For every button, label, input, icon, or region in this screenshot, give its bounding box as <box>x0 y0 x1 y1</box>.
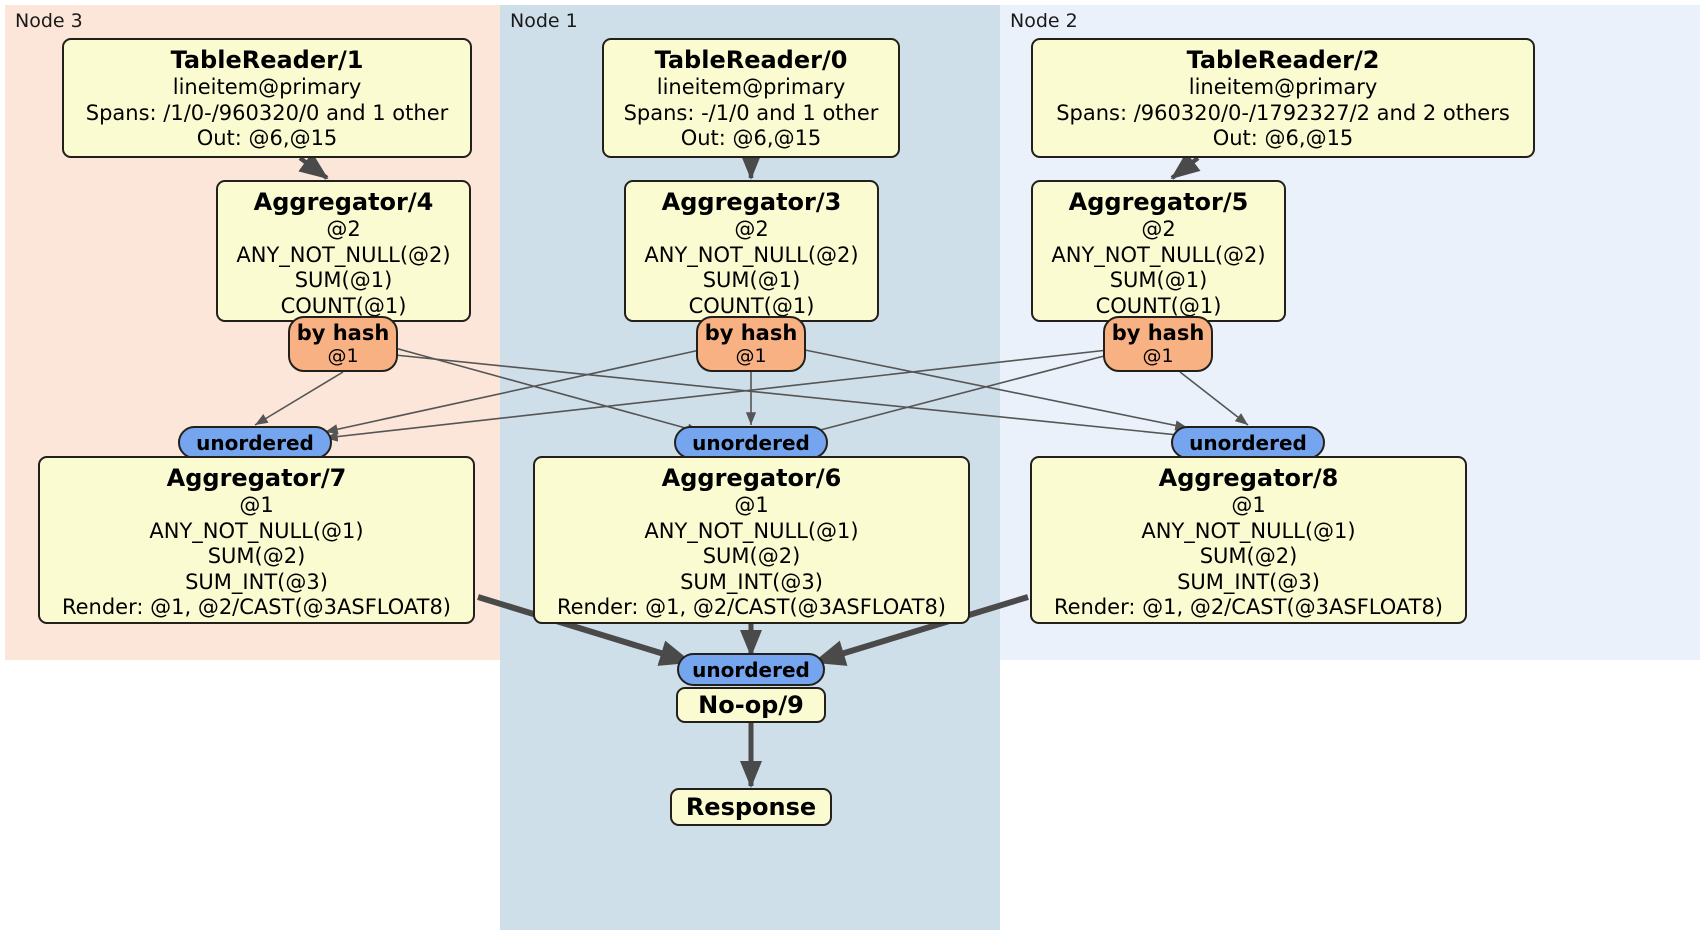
aggregator-5-line-3: SUM(@1) <box>1109 268 1208 292</box>
aggregator-7-line-4: SUM_INT(@3) <box>185 569 328 594</box>
table-reader-2-box[interactable]: TableReader/2 lineitem@primary Spans: /9… <box>1031 38 1535 158</box>
table-reader-2-title: TableReader/2 <box>1186 46 1380 74</box>
no-op-9-label: No-op/9 <box>698 691 804 719</box>
table-reader-2-line-3: Out: @6,@15 <box>1212 126 1354 150</box>
aggregator-3-line-2: ANY_NOT_NULL(@2) <box>644 242 859 267</box>
node-label-node3: Node 3 <box>15 10 83 32</box>
by-hash-label-node3: by hash <box>296 321 390 345</box>
aggregator-8-title: Aggregator/8 <box>1158 464 1339 492</box>
aggregator-6-line-1: @1 <box>734 493 769 517</box>
aggregator-5-line-4: COUNT(@1) <box>1095 293 1222 318</box>
aggregator-8-line-1: @1 <box>1231 493 1266 517</box>
table-reader-2-line-2: Spans: /960320/0-/1792327/2 and 2 others <box>1056 100 1510 125</box>
aggregator-7-line-1: @1 <box>239 493 274 517</box>
aggregator-3-box[interactable]: Aggregator/3 @2 ANY_NOT_NULL(@2) SUM(@1)… <box>624 180 879 322</box>
aggregator-6-line-3: SUM(@2) <box>702 544 801 568</box>
unordered-pill-node1[interactable]: unordered <box>674 426 828 459</box>
aggregator-4-box[interactable]: Aggregator/4 @2 ANY_NOT_NULL(@2) SUM(@1)… <box>216 180 471 322</box>
node-label-node1: Node 1 <box>510 10 578 32</box>
by-hash-sub-node3: @1 <box>327 345 359 367</box>
by-hash-sub-node1: @1 <box>735 345 767 367</box>
aggregator-4-line-3: SUM(@1) <box>294 268 393 292</box>
by-hash-pill-node2[interactable]: by hash @1 <box>1103 316 1213 372</box>
no-op-9-box[interactable]: No-op/9 <box>676 687 826 723</box>
table-reader-0-line-1: lineitem@primary <box>656 75 846 99</box>
unordered-label-node3: unordered <box>196 430 314 455</box>
aggregator-3-line-4: COUNT(@1) <box>688 293 815 318</box>
table-reader-1-line-3: Out: @6,@15 <box>196 126 338 150</box>
aggregator-8-line-5: Render: @1, @2/CAST(@3ASFLOAT8) <box>1053 595 1444 619</box>
aggregator-5-line-2: ANY_NOT_NULL(@2) <box>1051 242 1266 267</box>
aggregator-6-box[interactable]: Aggregator/6 @1 ANY_NOT_NULL(@1) SUM(@2)… <box>533 456 970 624</box>
unordered-pill-node2[interactable]: unordered <box>1171 426 1325 459</box>
aggregator-7-line-3: SUM(@2) <box>207 544 306 568</box>
aggregator-3-line-1: @2 <box>734 217 769 241</box>
unordered-pill-final[interactable]: unordered <box>677 653 825 686</box>
table-reader-0-box[interactable]: TableReader/0 lineitem@primary Spans: -/… <box>602 38 900 158</box>
aggregator-7-box[interactable]: Aggregator/7 @1 ANY_NOT_NULL(@1) SUM(@2)… <box>38 456 475 624</box>
by-hash-pill-node3[interactable]: by hash @1 <box>288 316 398 372</box>
by-hash-label-node1: by hash <box>704 321 798 345</box>
aggregator-4-line-1: @2 <box>326 217 361 241</box>
table-reader-1-line-2: Spans: /1/0-/960320/0 and 1 other <box>85 100 449 125</box>
aggregator-8-line-4: SUM_INT(@3) <box>1177 569 1320 594</box>
response-label: Response <box>685 793 817 821</box>
unordered-label-final: unordered <box>692 657 810 682</box>
table-reader-1-box[interactable]: TableReader/1 lineitem@primary Spans: /1… <box>62 38 472 158</box>
aggregator-5-box[interactable]: Aggregator/5 @2 ANY_NOT_NULL(@2) SUM(@1)… <box>1031 180 1286 322</box>
aggregator-6-line-2: ANY_NOT_NULL(@1) <box>644 518 859 543</box>
aggregator-6-line-5: Render: @1, @2/CAST(@3ASFLOAT8) <box>556 595 947 619</box>
aggregator-6-title: Aggregator/6 <box>661 464 842 492</box>
aggregator-6-line-4: SUM_INT(@3) <box>680 569 823 594</box>
table-reader-1-title: TableReader/1 <box>170 46 364 74</box>
aggregator-8-line-2: ANY_NOT_NULL(@1) <box>1141 518 1356 543</box>
aggregator-7-line-2: ANY_NOT_NULL(@1) <box>149 518 364 543</box>
aggregator-4-title: Aggregator/4 <box>253 188 434 216</box>
table-reader-2-line-1: lineitem@primary <box>1188 75 1378 99</box>
aggregator-3-line-3: SUM(@1) <box>702 268 801 292</box>
node-label-node2: Node 2 <box>1010 10 1078 32</box>
aggregator-4-line-2: ANY_NOT_NULL(@2) <box>236 242 451 267</box>
by-hash-pill-node1[interactable]: by hash @1 <box>696 316 806 372</box>
unordered-label-node1: unordered <box>692 430 810 455</box>
aggregator-5-title: Aggregator/5 <box>1068 188 1249 216</box>
aggregator-3-title: Aggregator/3 <box>661 188 842 216</box>
by-hash-label-node2: by hash <box>1111 321 1205 345</box>
by-hash-sub-node2: @1 <box>1142 345 1174 367</box>
table-reader-0-line-3: Out: @6,@15 <box>680 126 822 150</box>
table-reader-1-line-1: lineitem@primary <box>172 75 362 99</box>
table-reader-0-line-2: Spans: -/1/0 and 1 other <box>623 100 879 125</box>
unordered-label-node2: unordered <box>1189 430 1307 455</box>
aggregator-5-line-1: @2 <box>1141 217 1176 241</box>
aggregator-8-line-3: SUM(@2) <box>1199 544 1298 568</box>
aggregator-7-line-5: Render: @1, @2/CAST(@3ASFLOAT8) <box>61 595 452 619</box>
aggregator-8-box[interactable]: Aggregator/8 @1 ANY_NOT_NULL(@1) SUM(@2)… <box>1030 456 1467 624</box>
aggregator-7-title: Aggregator/7 <box>166 464 347 492</box>
aggregator-4-line-4: COUNT(@1) <box>280 293 407 318</box>
unordered-pill-node3[interactable]: unordered <box>178 426 332 459</box>
response-box[interactable]: Response <box>670 788 832 826</box>
table-reader-0-title: TableReader/0 <box>654 46 848 74</box>
